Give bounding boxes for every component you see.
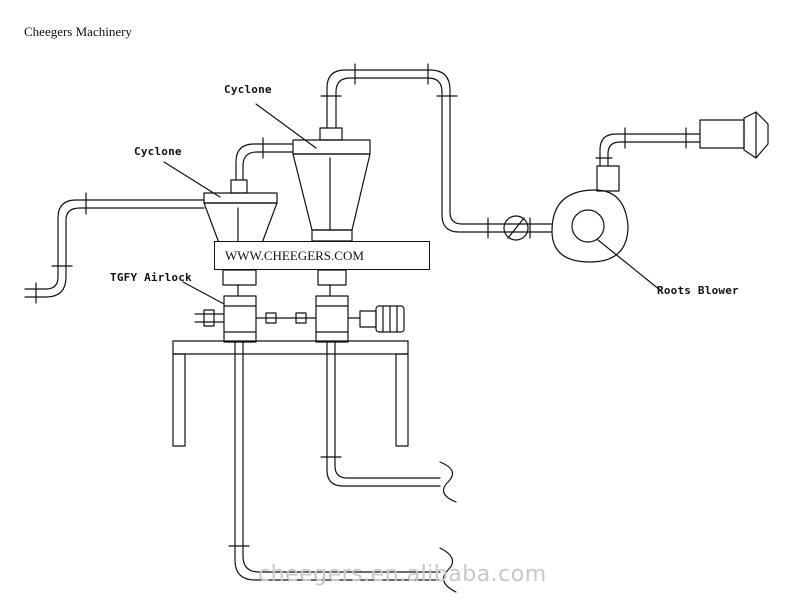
airlock-label: TGFY Airlock: [110, 271, 192, 284]
cyclone-link-pipe: [236, 138, 293, 180]
cyclone-right: [293, 128, 370, 296]
cyclone-label-left: Cyclone: [134, 145, 182, 158]
website-box: WWW.CHEEGERS.COM: [214, 241, 430, 270]
support-frame: [173, 341, 408, 446]
roots-blower: [552, 128, 700, 262]
cyclone-left: [204, 180, 277, 296]
cyclone-label-right: Cyclone: [224, 83, 272, 96]
roots-blower-label: Roots Blower: [657, 284, 739, 297]
butterfly-valve: [504, 216, 528, 240]
silencer: [700, 112, 768, 158]
discharge-pipes: [229, 342, 456, 592]
inlet-pipe: [25, 193, 204, 303]
blower-suction-pipe: [321, 64, 552, 238]
website-url: WWW.CHEEGERS.COM: [225, 247, 364, 263]
company-name: Cheegers Machinery: [24, 24, 132, 39]
airlock-assembly: [195, 296, 404, 342]
watermark: cheegers.en.alibaba.com: [258, 562, 547, 587]
